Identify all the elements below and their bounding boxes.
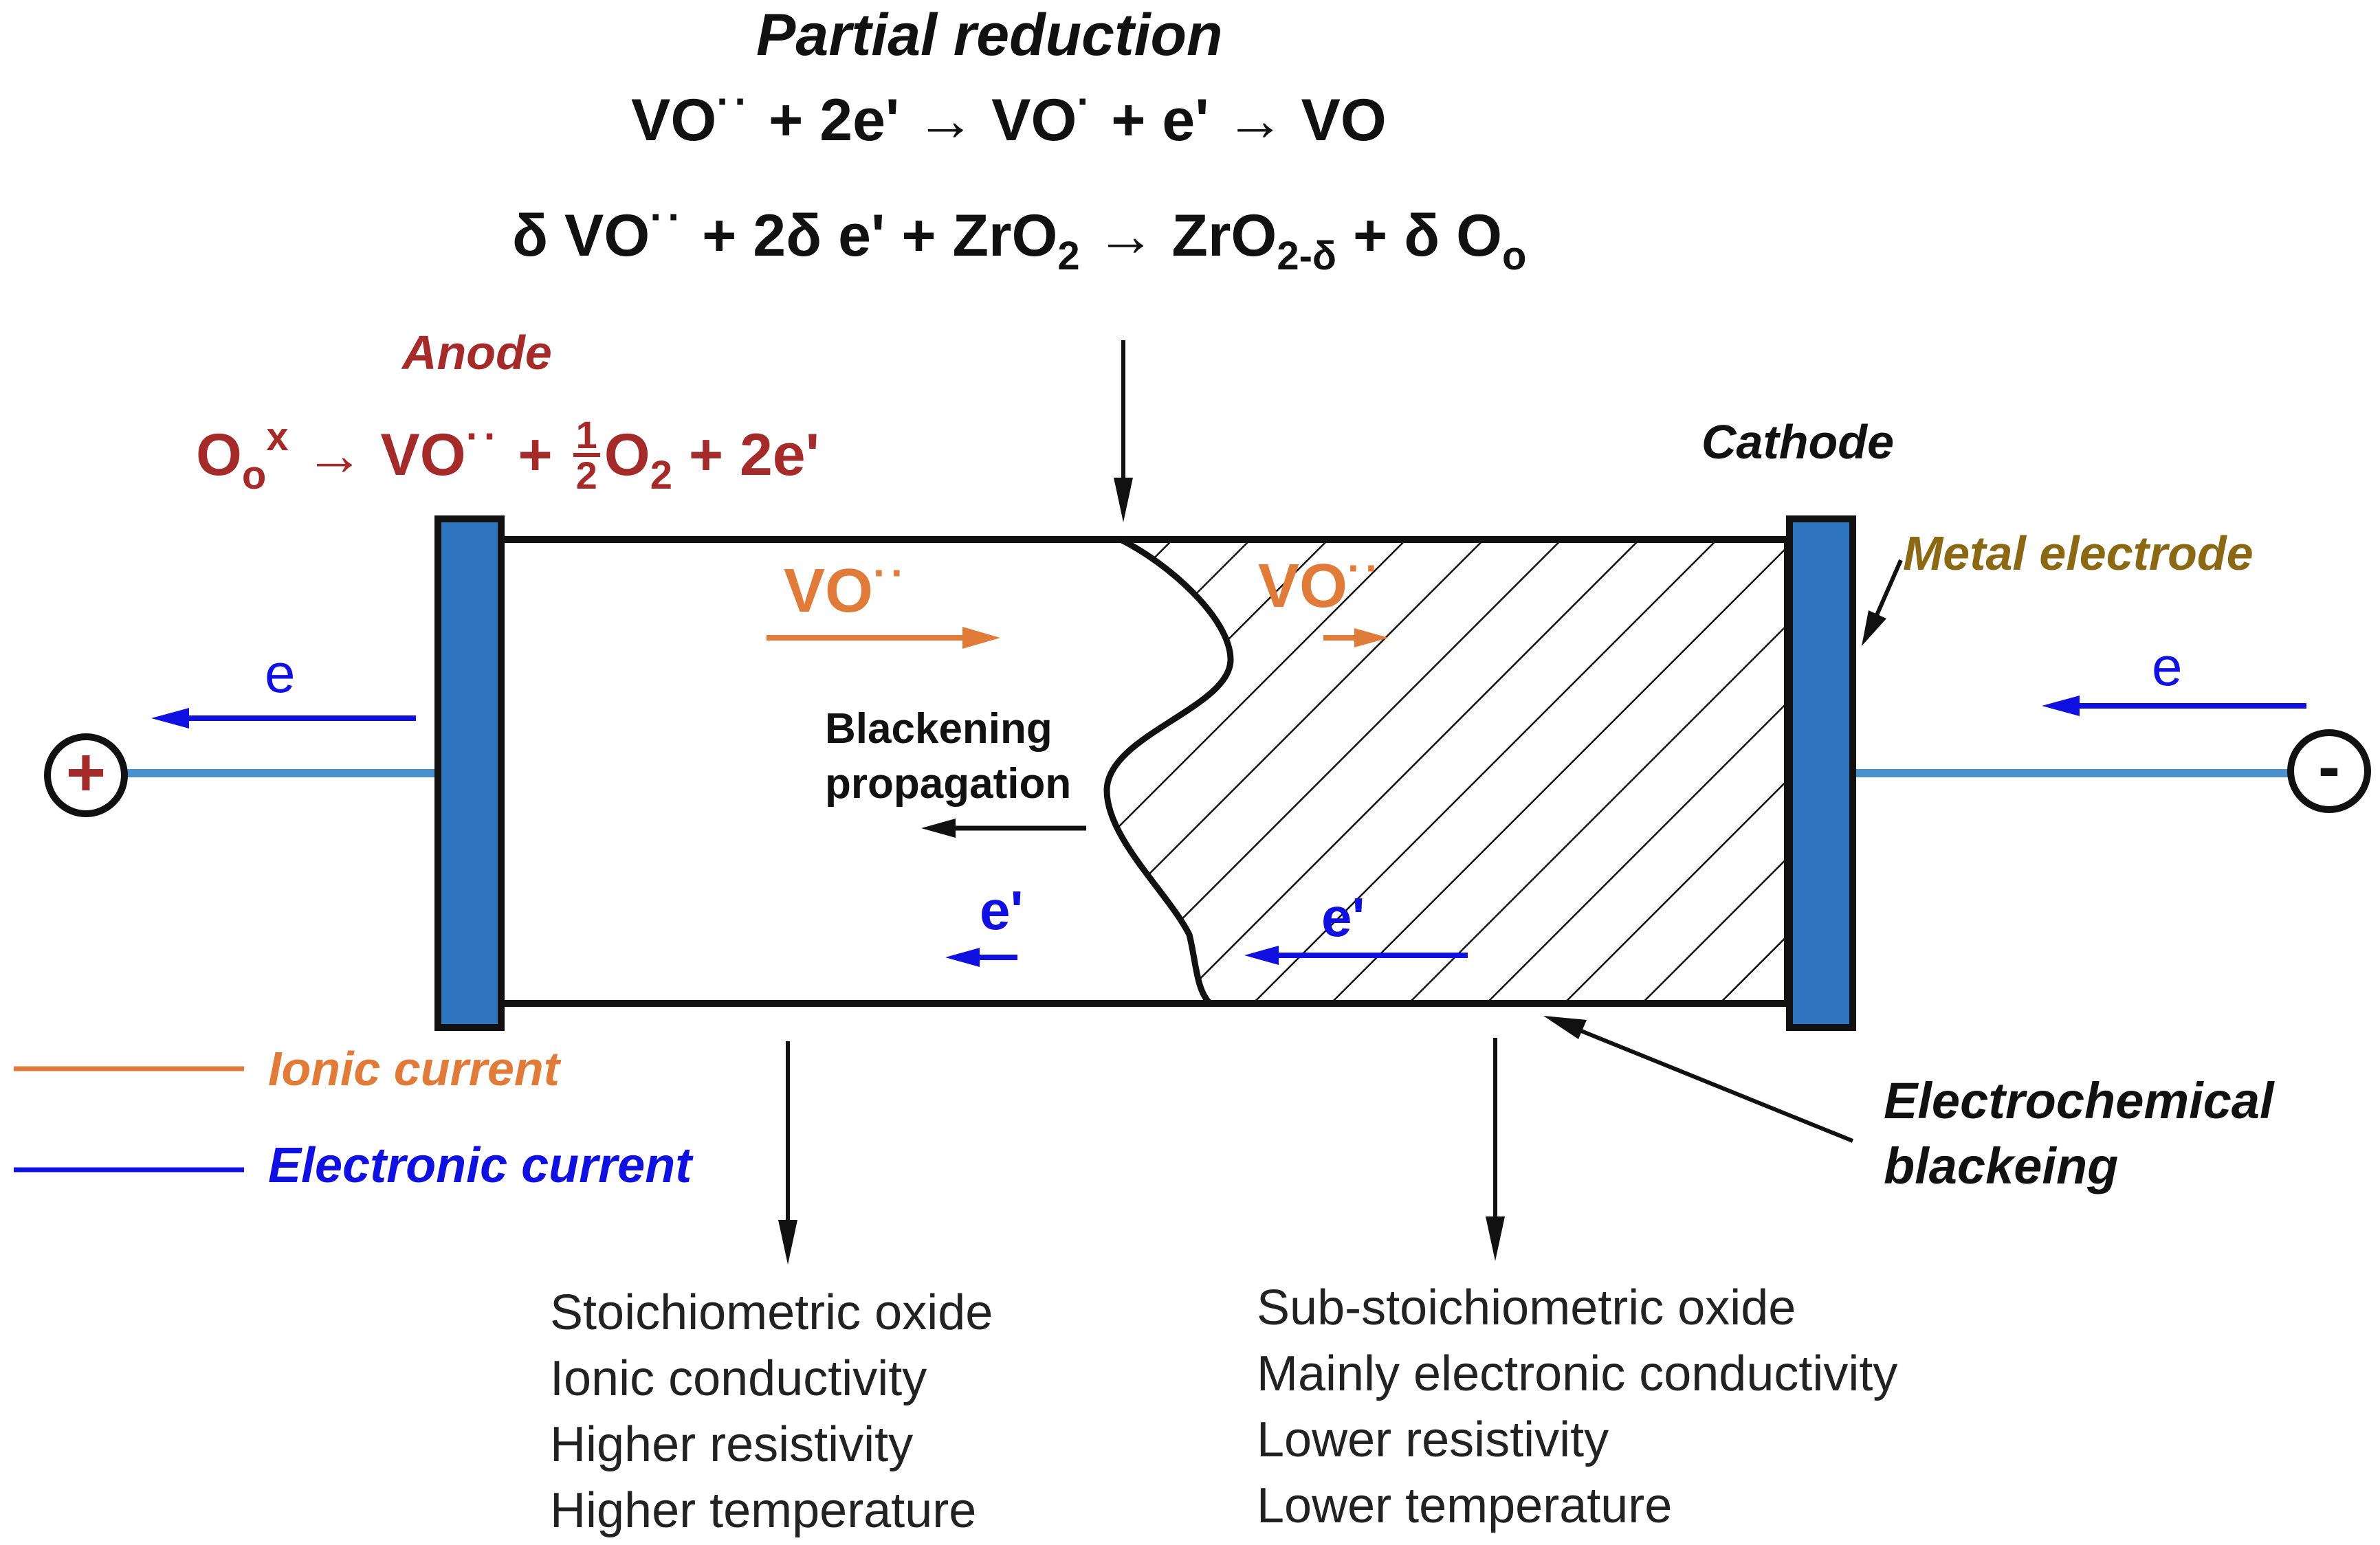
- legend-ionic-label: Ionic current: [268, 1042, 560, 1096]
- e-left-arrowhead: [151, 708, 189, 729]
- electrochemical-pointer: [1580, 1029, 1854, 1143]
- metal-electrode-label: Metal electrode: [1903, 526, 2254, 580]
- reduction-pointer-head: [1114, 478, 1133, 522]
- blackening-label-1: Blackening: [825, 705, 1053, 753]
- metal-pointer: [1875, 559, 1903, 616]
- vo-left-arrowhead: [962, 627, 1000, 649]
- reduction-equation-1: VO·· + 2e' → VO· + e' → VO: [631, 78, 1387, 153]
- negative-terminal: [2287, 729, 2371, 813]
- anode-electrode: [434, 515, 505, 1031]
- vo-right-arrowhead: [1354, 628, 1389, 647]
- legend-electronic-label: Electronic current: [268, 1138, 692, 1193]
- left-desc-line: Higher resistivity: [550, 1417, 914, 1472]
- e-right-label: e: [2152, 636, 2183, 697]
- blackened-region: [1107, 540, 1787, 1003]
- vo-right-label: VO··: [1258, 545, 1384, 621]
- left-desc-line: Ionic conductivity: [550, 1351, 927, 1406]
- electrochemical-label-1: Electrochemical: [1884, 1072, 2274, 1129]
- right-description: Sub-stoichiometric oxide Mainly electron…: [1257, 1275, 1897, 1539]
- right-desc-arrowhead: [1486, 1216, 1505, 1261]
- e-right-arrowhead: [2042, 696, 2080, 716]
- blackening-arrowhead: [921, 819, 956, 838]
- positive-terminal: [44, 733, 128, 817]
- electrochemical-pointer-head: [1543, 1016, 1587, 1039]
- vo-left-label: VO··: [784, 550, 910, 625]
- cathode-label: Cathode: [1701, 415, 1894, 469]
- reduction-equation-2: δ VO·· + 2δ e' + ZrO2 → ZrO2-δ + δ Oo: [512, 194, 1527, 278]
- blackening-label-2: propagation: [825, 760, 1072, 808]
- right-desc-line: Lower temperature: [1257, 1478, 1673, 1533]
- negative-sign: -: [2318, 730, 2340, 803]
- left-desc-line: Higher temperature: [550, 1483, 977, 1538]
- e-prime-left-label: e': [980, 880, 1024, 941]
- blackening-front: [1103, 536, 1234, 1006]
- right-desc-line: Mainly electronic conductivity: [1257, 1346, 1898, 1401]
- right-desc-line: Lower resistivity: [1257, 1412, 1609, 1467]
- partial-reduction-title: Partial reduction: [756, 2, 1223, 68]
- metal-pointer-head: [1862, 610, 1886, 646]
- e-prime-left-arrowhead: [945, 948, 980, 967]
- left-desc-arrowhead: [778, 1220, 797, 1265]
- e-prime-right-label: e': [1321, 887, 1365, 948]
- right-desc-line: Sub-stoichiometric oxide: [1257, 1280, 1796, 1335]
- electrochemical-label-2: blackeing: [1884, 1137, 2119, 1194]
- cathode-electrode: [1786, 515, 1856, 1031]
- left-desc-line: Stoichiometric oxide: [550, 1285, 993, 1340]
- left-description: Stoichiometric oxide Ionic conductivity …: [550, 1280, 993, 1544]
- positive-sign: +: [66, 734, 106, 811]
- e-left-label: e: [265, 643, 296, 704]
- e-prime-right-arrowhead: [1244, 946, 1279, 965]
- anode-label: Anode: [402, 326, 552, 379]
